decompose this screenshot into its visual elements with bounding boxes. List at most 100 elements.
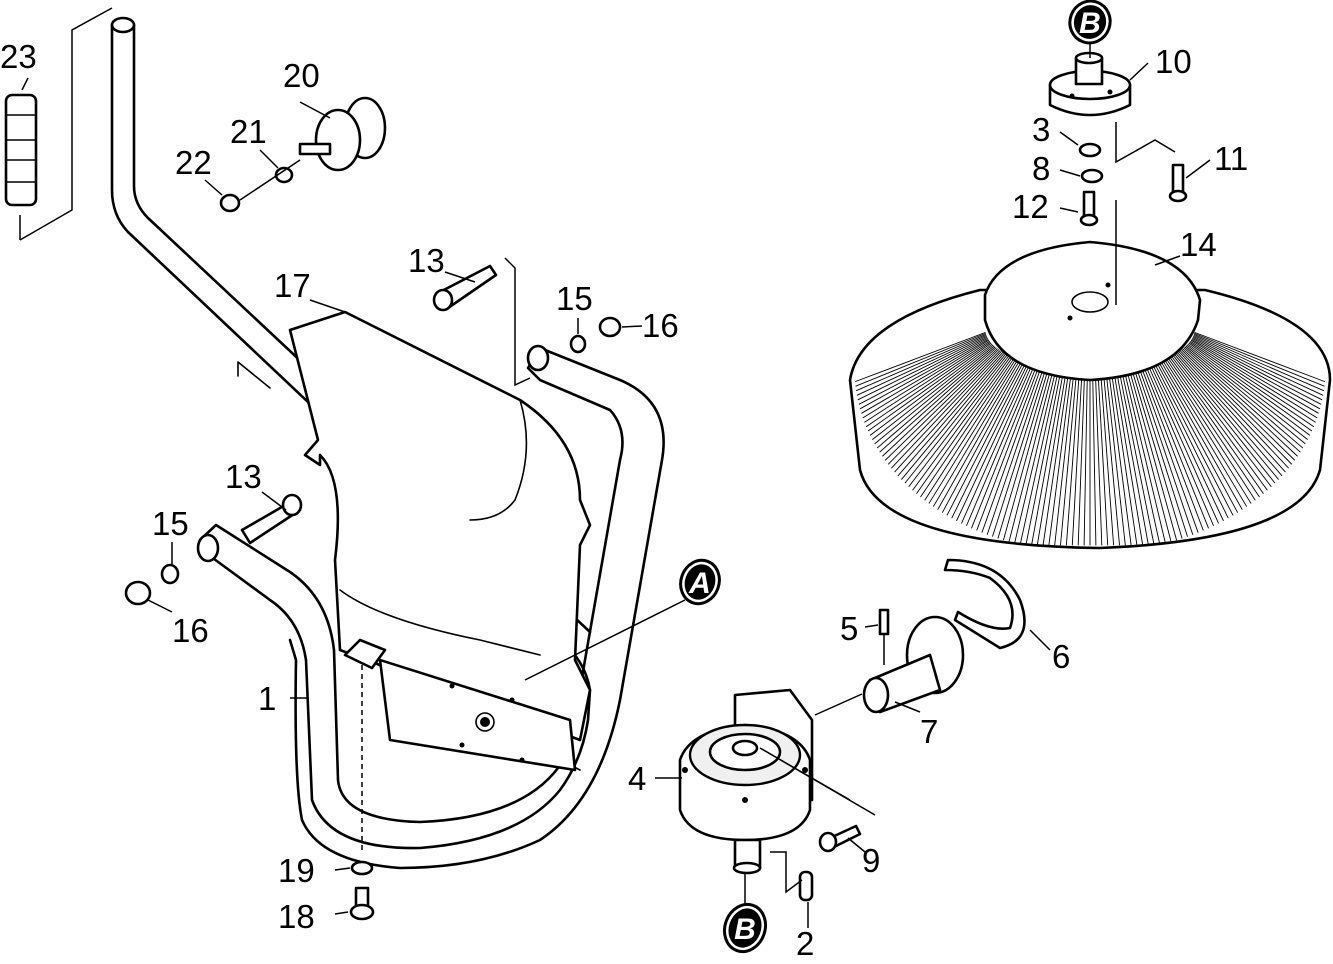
drive-shaft (814, 615, 965, 716)
brush-bristle (1146, 363, 1219, 524)
callout-3: 3 (1032, 111, 1050, 148)
brush-bristle (961, 363, 1034, 524)
brush-bristle (1048, 368, 1073, 546)
svg-text:B: B (1079, 7, 1101, 40)
brush-bristle (1190, 340, 1316, 423)
brush-bristle (1188, 342, 1313, 432)
brush-bristle (1003, 366, 1052, 541)
brush-bristle (1094, 369, 1103, 546)
brush-bristle (1120, 367, 1161, 545)
brush-bristle (855, 332, 986, 382)
callout-20: 20 (283, 57, 320, 94)
brush-bristle (912, 355, 1012, 491)
callout-15-left: 15 (152, 505, 189, 542)
brush-bristle (1192, 337, 1322, 405)
callout-4: 4 (628, 760, 646, 797)
brush-bristle (1149, 362, 1224, 521)
brush-bristle (894, 351, 1004, 473)
brush-bristle (1165, 357, 1260, 498)
washer-15-top (569, 334, 587, 354)
brush-bristle (1193, 334, 1324, 392)
brush-bristle (858, 337, 988, 405)
brush-bristle (1128, 366, 1177, 541)
brush-bristle (1135, 365, 1194, 535)
callout-18: 18 (278, 898, 315, 935)
svg-text:A: A (688, 567, 711, 600)
brush-bristle (1194, 333, 1325, 387)
brush-bristle (1178, 350, 1289, 469)
brush-bristle (1175, 352, 1283, 477)
screw-9 (818, 824, 862, 853)
callout-15-top: 15 (556, 280, 593, 317)
brush-bristle (1083, 369, 1088, 546)
key-2 (798, 870, 814, 902)
brush-bristle (897, 352, 1005, 477)
brush-bristle (888, 350, 1001, 465)
callout-13-top: 13 (408, 242, 445, 279)
brush-bristle (1166, 356, 1264, 494)
callout-1: 1 (258, 680, 276, 717)
brush-bristle (874, 345, 995, 445)
brush-bristle (1163, 358, 1256, 501)
brush-bristle (937, 360, 1023, 510)
callout-5: 5 (840, 610, 858, 647)
gear-motor (678, 688, 876, 875)
hub-flange (1048, 51, 1132, 117)
brush-bristle (1102, 369, 1120, 546)
side-brush (848, 200, 1332, 550)
brush-bristle (1019, 367, 1060, 545)
brush-bristle (1192, 338, 1321, 410)
callout-16-left: 16 (172, 612, 209, 649)
brush-bristle (1157, 360, 1243, 510)
brush-bristle (856, 334, 987, 392)
brush-bristle (981, 365, 1043, 533)
brush-bristle (1191, 339, 1319, 414)
callout-17: 17 (274, 267, 311, 304)
brush-bristle (869, 343, 993, 436)
brush-bristle (908, 355, 1010, 487)
brush-bristle (1115, 368, 1149, 546)
brush-bristle (879, 347, 997, 453)
callout-2: 2 (796, 925, 814, 962)
brush-bristle (1180, 349, 1295, 461)
callout-14: 14 (1180, 226, 1217, 263)
callout-9: 9 (862, 842, 880, 879)
callout-10: 10 (1155, 43, 1192, 80)
brush-bristle (971, 364, 1038, 529)
brush-bristle (1170, 355, 1272, 487)
brush-bristle (862, 339, 990, 419)
brush-bristle (946, 361, 1027, 516)
tube-plug (4, 7, 113, 241)
brush-bristle (901, 353, 1007, 480)
brush-bristle (1014, 367, 1057, 544)
brush-bristle (1125, 367, 1172, 543)
callout-13-left: 13 (225, 458, 262, 495)
brush-bristle (856, 335, 987, 396)
brush-bristle (1025, 368, 1062, 546)
brush-bristle (956, 362, 1031, 521)
brush-bristle (1092, 369, 1097, 546)
callout-23: 23 (0, 38, 37, 75)
brush-bristle (1133, 365, 1188, 537)
brush-bristle (976, 364, 1040, 531)
brush-bristle (1123, 367, 1166, 544)
brush-bristle (1159, 359, 1247, 507)
callout-8: 8 (1032, 150, 1050, 187)
brush-bristle (861, 339, 989, 414)
brush-bristle (1008, 367, 1055, 543)
marker-b-top: B (1068, 0, 1112, 45)
brush-bristle (904, 354, 1008, 484)
screw-11 (1168, 163, 1188, 203)
brush-bristle (1194, 332, 1325, 382)
brush-bristle (1168, 355, 1268, 491)
brush-bristle (1105, 369, 1126, 546)
brush-bristle (1190, 339, 1318, 419)
brush-bristle (876, 346, 996, 449)
brush-bristle (1183, 347, 1301, 453)
brush-bristle (992, 365, 1047, 537)
brush-bristle (1153, 361, 1234, 516)
brush-bristle (1155, 360, 1238, 513)
u-clip (943, 558, 1026, 650)
washer-3 (1078, 142, 1102, 158)
brush-bristle (891, 350, 1002, 469)
